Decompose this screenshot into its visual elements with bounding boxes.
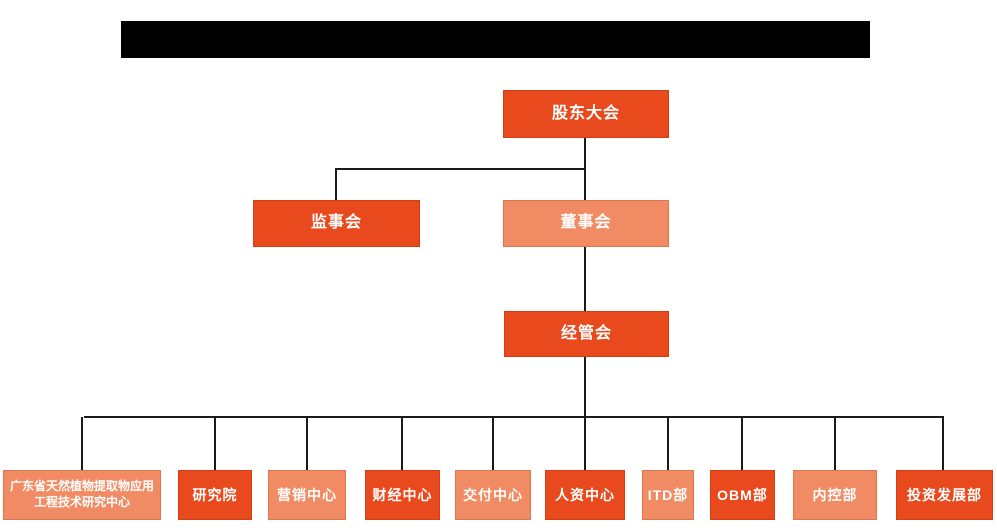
org-node-investment-development-department: 投资发展部 [896,470,993,520]
connector-dept-drop-7 [741,417,743,470]
org-node-shareholders-meeting: 股东大会 [503,90,669,138]
connector-dept-drop-6 [667,417,669,470]
connector-dept-drop-8 [834,417,836,470]
org-node-itd-department: ITD部 [642,470,694,520]
org-node-research-center: 广东省天然植物提取物应用工程技术研究中心 [3,470,161,520]
connector-departments-horizontal [84,416,944,418]
org-node-management-committee: 经管会 [504,311,669,357]
org-node-supervisory-board: 监事会 [253,200,420,247]
redacted-title-bar [121,21,870,58]
org-node-marketing-center: 营销中心 [268,470,346,520]
org-node-delivery-center: 交付中心 [455,470,531,520]
connector-dept-drop-9 [942,417,944,470]
connector-board-to-management [584,247,586,311]
org-node-internal-control-department: 内控部 [793,470,877,520]
connector-dept-drop-2 [306,417,308,470]
connector-dept-drop-1 [214,417,216,470]
connector-branch-horizontal [335,168,586,170]
connector-supervisory-drop [335,168,337,200]
org-node-board-of-directors: 董事会 [503,200,669,247]
org-node-obm-department: OBM部 [710,470,775,520]
org-node-finance-center: 财经中心 [365,470,440,520]
org-node-hr-center: 人资中心 [545,470,625,520]
connector-dept-drop-3 [401,417,403,470]
connector-dept-drop-4 [492,417,494,470]
connector-management-down [584,357,586,470]
org-node-research-institute: 研究院 [178,470,252,520]
connector-dept-drop-0 [81,417,83,470]
